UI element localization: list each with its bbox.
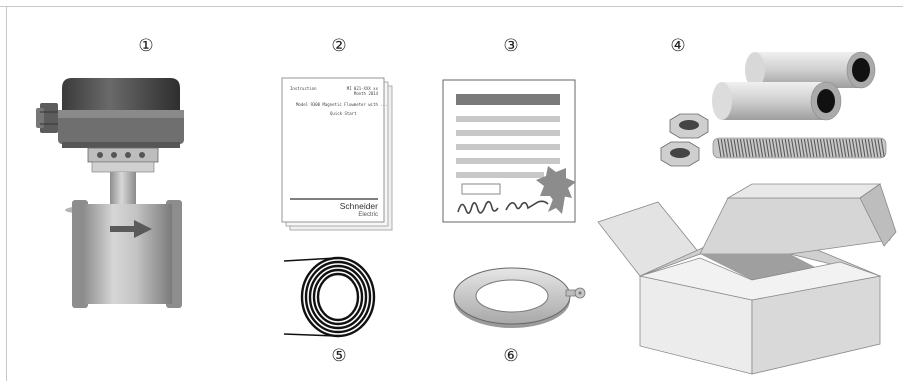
packaging-box: [598, 184, 896, 374]
instruction-manual: Instruction MI 021-XXX xx Month 2014 Mod…: [282, 78, 392, 230]
manual-brand: Schneider: [340, 201, 378, 211]
manual-title-left: Instruction: [290, 86, 317, 91]
calibration-certificate: [443, 80, 576, 222]
grounding-ring: [454, 268, 585, 328]
cable-coil: [284, 258, 374, 336]
manual-brand-sub: Electric: [358, 212, 378, 218]
manual-subtitle: Model 9300 Magnetic Flowmeter with ...: [296, 102, 388, 107]
manual-subtitle-2: Quick Start: [330, 111, 357, 116]
mounting-accessories: [661, 52, 886, 166]
flowmeter-illustration: [36, 78, 184, 308]
manual-date: Month 2014: [354, 91, 379, 96]
